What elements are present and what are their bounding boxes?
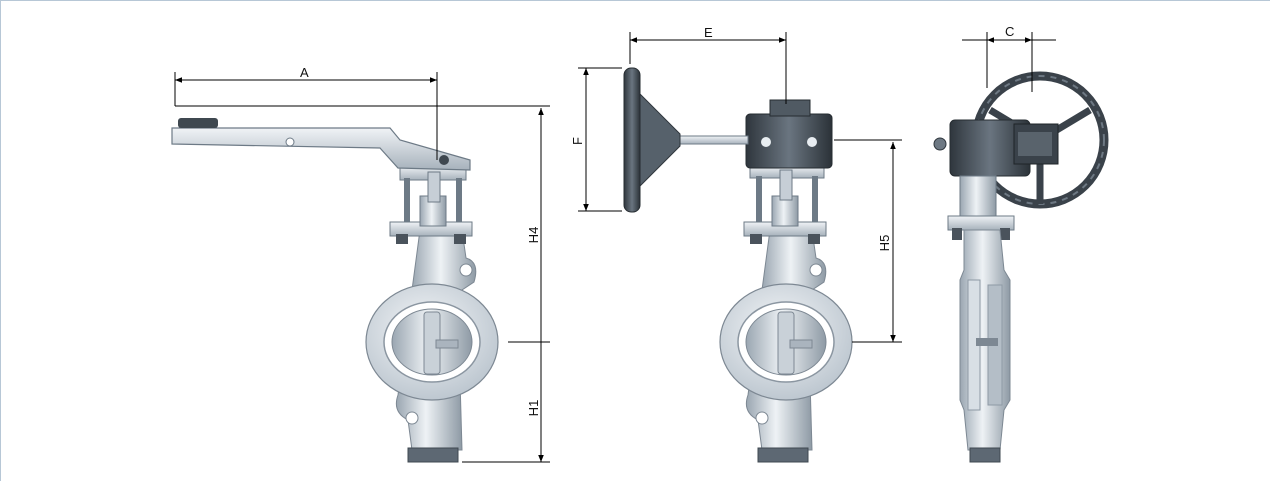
dim-h1-label: H1 <box>526 400 541 417</box>
side-view-valve <box>933 71 1109 463</box>
lever-operated-valve <box>171 118 499 463</box>
dim-f-label: F <box>570 137 585 145</box>
lever-dimension-lines <box>174 72 550 463</box>
dim-a-label: A <box>300 65 309 80</box>
dim-h5-label: H5 <box>877 235 892 252</box>
gear-dimension-lines <box>578 32 902 343</box>
dim-e-label: E <box>704 25 713 40</box>
dim-c-label: C <box>1005 24 1014 39</box>
gear-operated-valve <box>623 67 853 463</box>
side-dimension-lines <box>962 32 1056 92</box>
dim-h4-label: H4 <box>526 227 541 244</box>
